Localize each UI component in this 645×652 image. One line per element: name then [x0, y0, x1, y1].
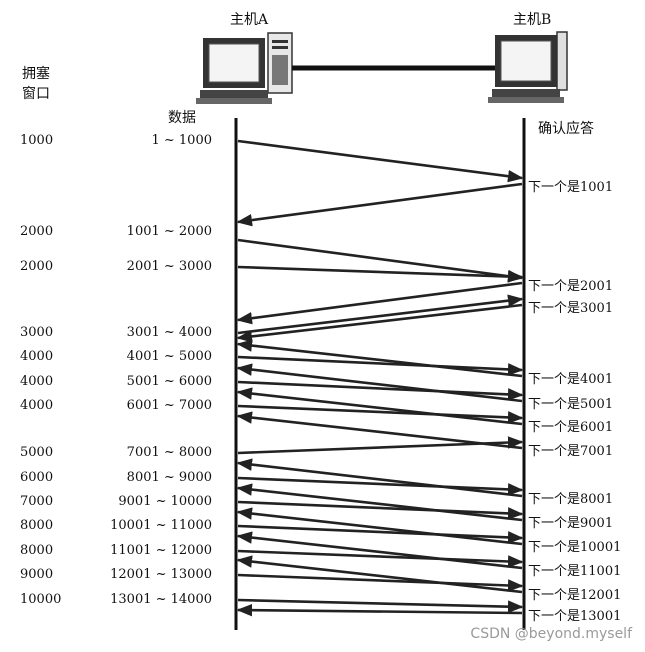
ack-label-item: 下一个是11001	[528, 564, 621, 579]
ack-label-item: 下一个是5001	[528, 397, 613, 412]
data-segment-arrow	[237, 139, 524, 183]
segment-range-label: 1001 ~ 2000	[127, 224, 212, 239]
congestion-window-value: 4000	[20, 349, 53, 364]
congestion-window-value: 9000	[20, 567, 53, 582]
ack-label: 确认应答	[538, 120, 594, 137]
ack-arrow	[236, 182, 523, 227]
segment-range-label: 10001 ~ 11000	[110, 518, 212, 533]
window-label-line2: 窗口	[22, 85, 50, 102]
data-label: 数据	[168, 110, 196, 126]
data-segment-arrow	[237, 238, 524, 283]
segment-range-label: 7001 ~ 8000	[127, 445, 212, 460]
segment-range-label: 12001 ~ 13000	[110, 567, 212, 582]
data-segment-arrow	[237, 598, 524, 613]
data-segment-arrow	[237, 380, 524, 401]
ack-label-item: 下一个是9001	[528, 516, 613, 531]
ack-labels: 下一个是1001 下一个是2001 下一个是3001 下一个是4001 下一个是5001…	[528, 180, 621, 624]
ack-arrow	[236, 303, 523, 343]
ack-arrow	[236, 555, 523, 594]
congestion-window-value: 2000	[20, 259, 53, 274]
congestion-window-value: 5000	[20, 445, 53, 460]
ack-arrow	[236, 281, 523, 325]
ack-label-item: 下一个是2001	[528, 279, 613, 294]
congestion-window-value: 6000	[20, 470, 53, 485]
row-labels: 1000 1 ~ 1000 2000 1001 ~ 2000 2000 2001 ~ 30…	[20, 133, 212, 607]
congestion-window-value: 1000	[20, 133, 53, 148]
data-segment-arrow	[237, 500, 524, 520]
segment-range-label: 6001 ~ 7000	[127, 398, 212, 413]
data-segment-arrow	[237, 404, 524, 424]
congestion-window-value: 7000	[20, 494, 53, 509]
congestion-window-value: 8000	[20, 543, 53, 558]
ack-arrow	[236, 531, 523, 570]
congestion-window-value: 4000	[20, 398, 53, 413]
ack-label-item: 下一个是3001	[528, 301, 613, 316]
data-segment-arrow	[237, 265, 524, 283]
ack-arrow	[236, 363, 523, 403]
data-segment-arrow	[237, 355, 524, 376]
window-label-line1: 拥塞	[22, 65, 50, 82]
computer-a-icon	[196, 32, 293, 104]
segment-range-label: 1 ~ 1000	[151, 133, 212, 148]
computer-b-icon	[488, 31, 568, 103]
data-segment-arrow	[237, 573, 524, 592]
ack-arrow	[236, 458, 523, 498]
segment-arrows	[236, 139, 524, 617]
data-segment-arrow	[237, 476, 524, 496]
ack-arrow	[236, 411, 523, 450]
ack-label-item: 下一个是1001	[528, 180, 613, 195]
congestion-window-value: 2000	[20, 224, 53, 239]
ack-arrow	[236, 339, 523, 378]
segment-range-label: 4001 ~ 5000	[127, 349, 212, 364]
segment-range-label: 9001 ~ 10000	[118, 494, 212, 509]
ack-label-item: 下一个是8001	[528, 492, 613, 507]
watermark: CSDN @beyond.myself	[470, 626, 633, 642]
host-b-label: 主机B	[513, 12, 551, 28]
segment-range-label: 13001 ~ 14000	[110, 592, 212, 607]
data-segment-arrow	[237, 524, 524, 544]
ack-arrow	[236, 387, 523, 426]
host-a-label: 主机A	[230, 12, 269, 28]
ack-label-item: 下一个是10001	[528, 540, 621, 555]
data-segment-arrow	[237, 549, 524, 568]
data-segment-arrow	[237, 294, 524, 335]
ack-label-item: 下一个是13001	[528, 609, 621, 624]
congestion-window-value: 10000	[20, 592, 61, 607]
ack-label-item: 下一个是7001	[528, 444, 613, 459]
ack-arrow	[236, 483, 523, 522]
segment-range-label: 3001 ~ 4000	[127, 325, 212, 340]
segment-range-label: 8001 ~ 9000	[127, 470, 212, 485]
ack-arrow	[236, 603, 523, 617]
congestion-window-value: 3000	[20, 325, 53, 340]
congestion-window-value: 4000	[20, 374, 53, 389]
ack-label-item: 下一个是12001	[528, 588, 621, 603]
segment-range-label: 5001 ~ 6000	[127, 374, 212, 389]
segment-range-label: 11001 ~ 12000	[110, 543, 212, 558]
ack-label-item: 下一个是4001	[528, 372, 613, 387]
ack-arrow	[236, 507, 523, 546]
ack-label-item: 下一个是6001	[528, 420, 613, 435]
segment-range-label: 2001 ~ 3000	[127, 259, 212, 274]
congestion-window-value: 8000	[20, 518, 53, 533]
